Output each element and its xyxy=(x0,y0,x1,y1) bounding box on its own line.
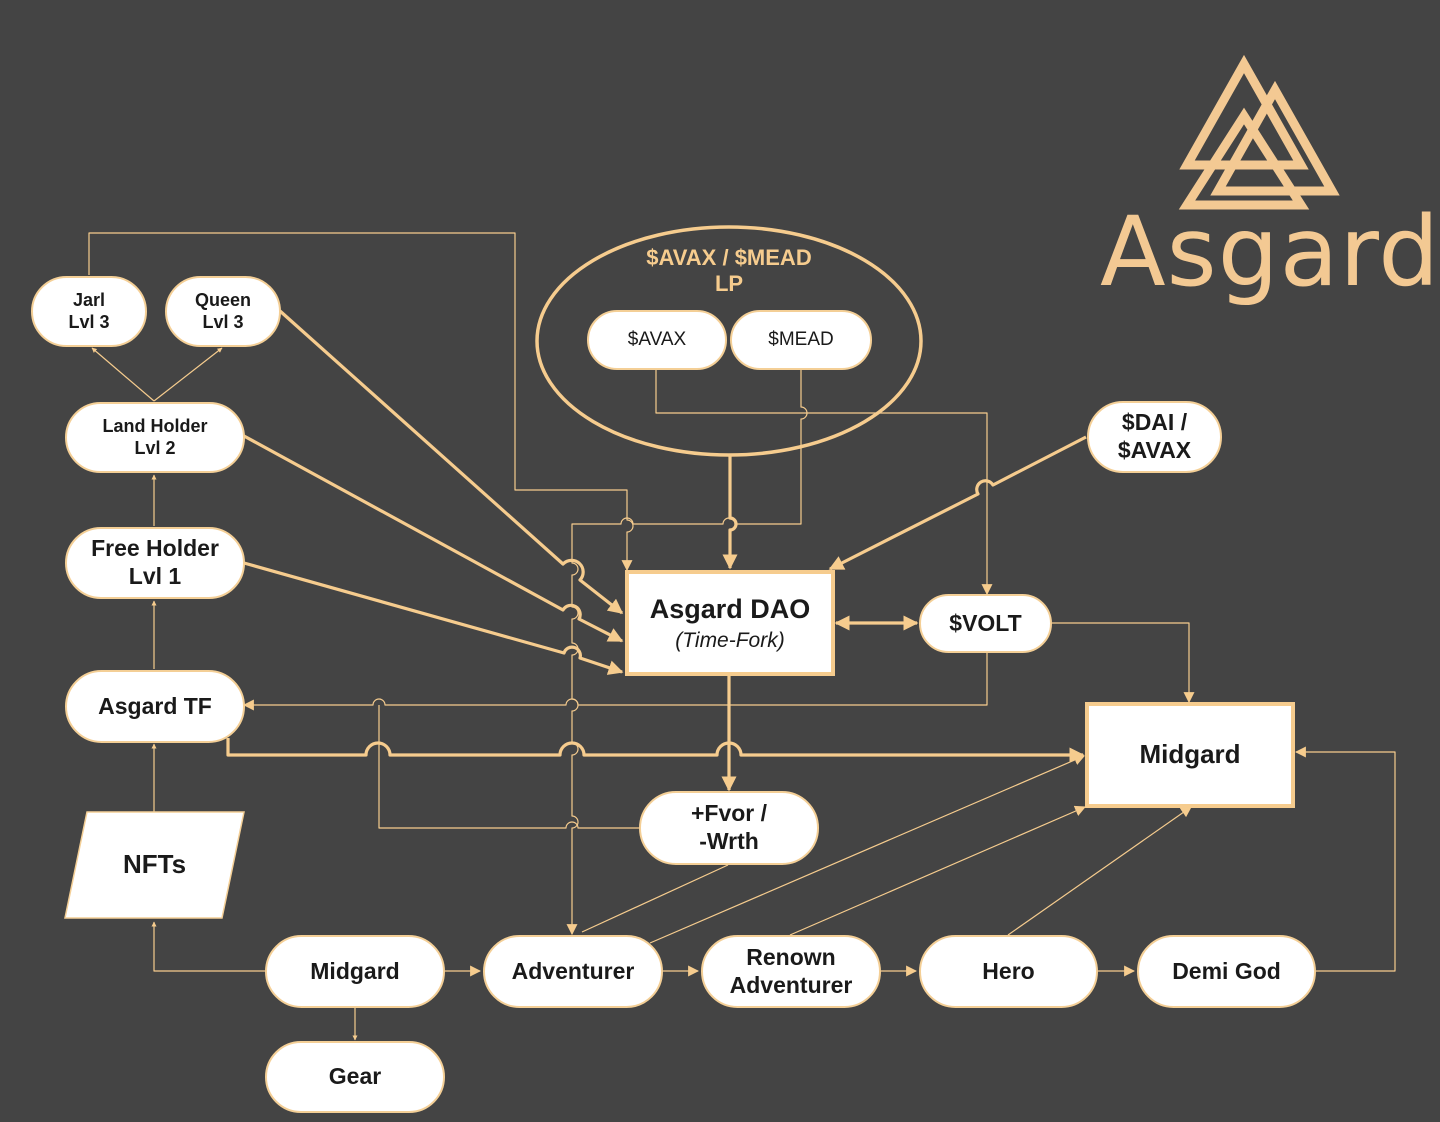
lp-title-line1: $AVAX / $MEAD xyxy=(646,245,812,270)
edge-asgardtf-midgard xyxy=(226,738,1085,763)
midgard-box-label: Midgard xyxy=(1139,739,1241,770)
edge-queen-dao xyxy=(278,309,624,615)
queen-node: Queen Lvl 3 xyxy=(165,276,281,347)
edge-fvor-loop xyxy=(378,705,640,829)
nfts-node: NFTs xyxy=(65,812,244,918)
edge-lp-dao xyxy=(722,455,738,570)
renown-line1: Renown xyxy=(746,943,836,970)
fvor-line1: +Fvor / xyxy=(690,800,768,827)
midgard-box-node: Midgard xyxy=(1085,702,1295,808)
free-holder-line2: Lvl 1 xyxy=(128,563,182,589)
edge-volt-asgardtf xyxy=(242,652,988,711)
edge-landholder-dao xyxy=(243,434,624,643)
dai-avax-line1: $DAI / xyxy=(1121,409,1188,436)
hero-node: Hero xyxy=(919,935,1098,1008)
free-holder-node: Free Holder Lvl 1 xyxy=(65,527,245,599)
edge-midgard-nfts xyxy=(151,921,265,972)
avax-token: $AVAX xyxy=(587,310,727,370)
demi-god-node: Demi God xyxy=(1137,935,1316,1008)
fvor-wrth-node: +Fvor / -Wrth xyxy=(639,791,819,865)
asgard-dao-subtitle: (Time-Fork) xyxy=(675,628,785,652)
mead-label: $MEAD xyxy=(768,328,834,350)
edge-adventurer-midgard xyxy=(649,754,1086,944)
queen-line1: Queen xyxy=(194,289,251,310)
dai-avax-node: $DAI / $AVAX xyxy=(1087,401,1222,473)
avax-label: $AVAX xyxy=(627,328,687,350)
edge-freeholder-dao xyxy=(243,561,624,675)
queen-line2: Lvl 3 xyxy=(202,311,244,332)
jarl-line1: Jarl xyxy=(72,289,106,310)
edge-dai-dao xyxy=(828,435,1087,571)
asgard-tf-node: Asgard TF xyxy=(65,670,245,743)
demi-god-label: Demi God xyxy=(1172,957,1281,984)
edge-fvor-adventurer xyxy=(581,864,729,933)
edge-volt-midgard xyxy=(1052,622,1195,704)
free-holder-line1: Free Holder xyxy=(91,535,219,562)
gear-label: Gear xyxy=(328,1063,382,1090)
dai-avax-line2: $AVAX xyxy=(1117,437,1192,463)
edge-landholder-queen xyxy=(153,347,223,402)
midgard-pill-label: Midgard xyxy=(310,957,400,984)
edge-demigod-midgard xyxy=(1294,746,1396,972)
renown-line2: Adventurer xyxy=(729,971,853,998)
land-holder-line1: Land Holder xyxy=(102,415,208,436)
edge-renown-midgard xyxy=(789,805,1087,936)
asgard-dao-node: Asgard DAO (Time-Fork) xyxy=(625,570,835,676)
lp-title-line2: LP xyxy=(714,271,744,297)
asgard-tf-label: Asgard TF xyxy=(98,692,212,719)
valknut-triangles-icon xyxy=(1178,54,1340,210)
nfts-label: NFTs xyxy=(122,849,187,880)
edge-avax-volt xyxy=(655,370,993,596)
jarl-line2: Lvl 3 xyxy=(68,311,110,332)
edge-hero-midgard xyxy=(1007,806,1192,936)
adventurer-label: Adventurer xyxy=(511,957,635,984)
volt-label: $VOLT xyxy=(949,609,1022,636)
gear-node: Gear xyxy=(265,1041,445,1113)
renown-adventurer-node: Renown Adventurer xyxy=(701,935,881,1008)
nfts-parallelogram xyxy=(64,811,245,919)
brand-name: Asgard xyxy=(1100,196,1440,308)
hero-label: Hero xyxy=(982,957,1035,984)
edge-jarl-loop xyxy=(88,232,634,572)
adventurer-node: Adventurer xyxy=(483,935,663,1008)
asgard-dao-title: Asgard DAO xyxy=(649,594,811,625)
edge-landholder-jarl xyxy=(91,347,155,402)
lp-title: $AVAX / $MEAD LP xyxy=(609,245,849,298)
mead-token: $MEAD xyxy=(730,310,872,370)
land-holder-node: Land Holder Lvl 2 xyxy=(65,402,245,473)
volt-node: $VOLT xyxy=(919,594,1052,653)
fvor-line2: -Wrth xyxy=(699,828,759,854)
land-holder-line2: Lvl 2 xyxy=(134,437,176,458)
midgard-pill-node: Midgard xyxy=(265,935,445,1008)
jarl-node: Jarl Lvl 3 xyxy=(31,276,147,347)
